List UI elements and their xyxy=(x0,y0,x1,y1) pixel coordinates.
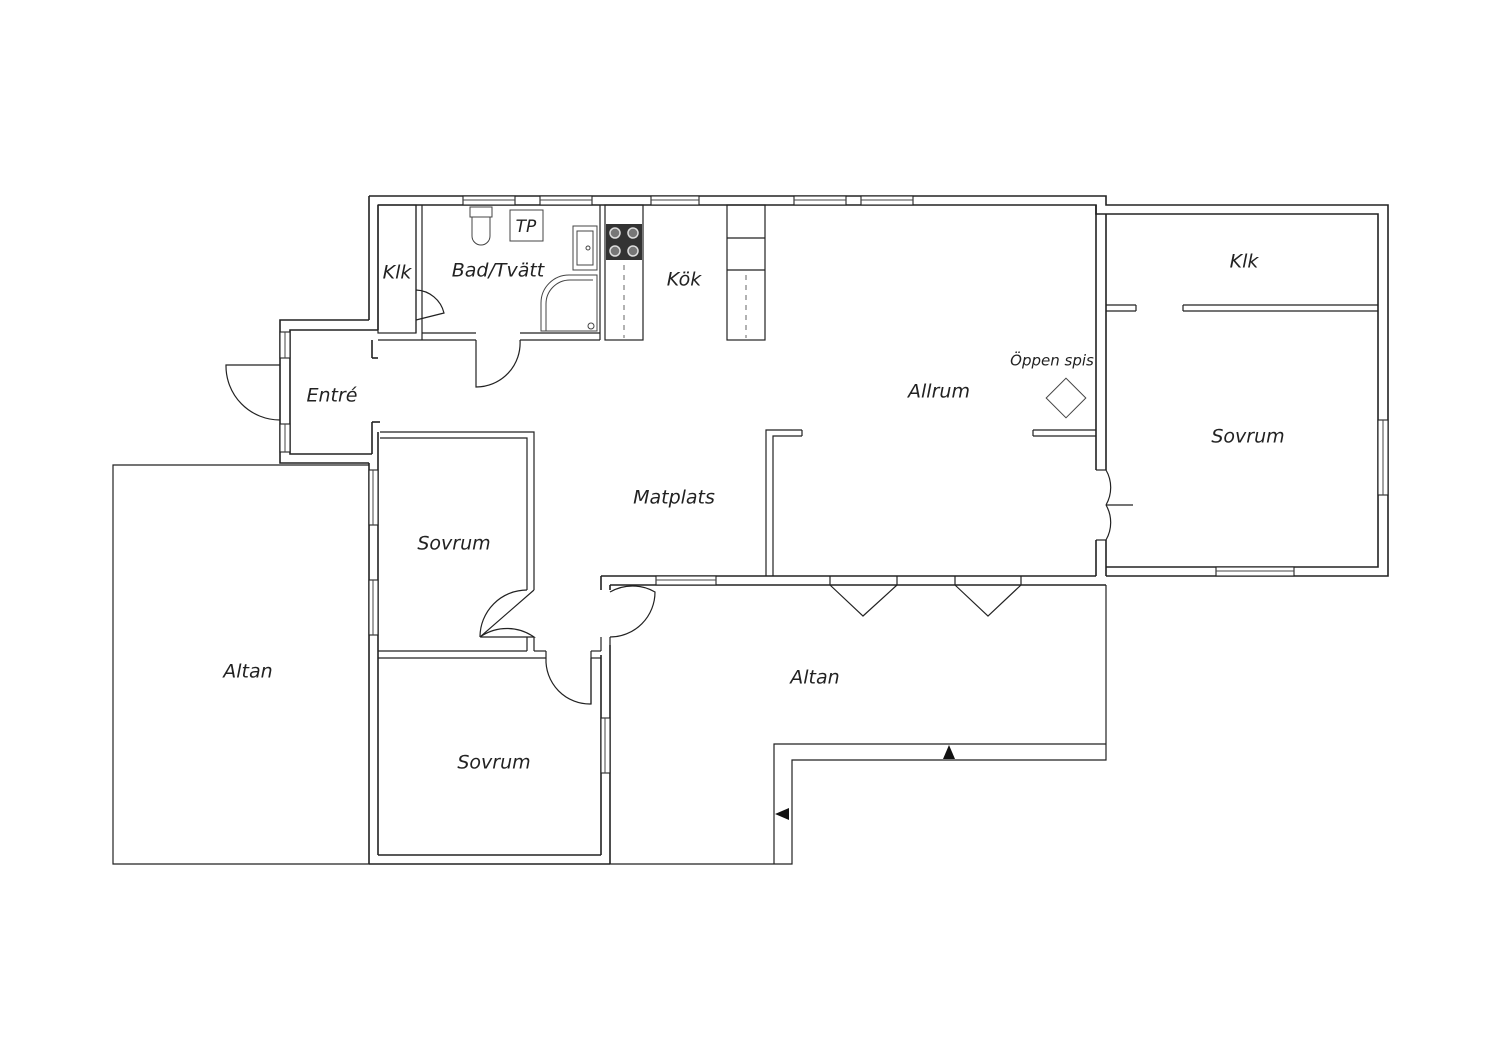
decks xyxy=(112,464,1107,865)
arrow-up-icon xyxy=(943,745,955,759)
room-label-bad-tvatt: Bad/Tvätt xyxy=(452,260,546,282)
room-label-kok: Kök xyxy=(667,269,702,291)
shower-icon xyxy=(540,274,598,332)
room-labels: Klk Bad/Tvätt TP Kök Entré Allrum Öppen … xyxy=(221,217,1284,774)
room-label-matplats: Matplats xyxy=(633,487,715,509)
toilet-icon xyxy=(469,206,493,246)
interior-walls xyxy=(377,204,1378,704)
sink-icon xyxy=(572,225,598,271)
room-label-altan-south: Altan xyxy=(788,667,839,689)
room-label-klk-large: Klk xyxy=(1230,251,1260,273)
fixtures xyxy=(469,206,1087,419)
room-label-entre: Entré xyxy=(307,385,358,407)
room-label-sovrum-upper: Sovrum xyxy=(417,533,490,555)
tp-box xyxy=(509,209,544,242)
doors xyxy=(225,289,1133,705)
stove-icon xyxy=(606,224,642,260)
fireplace-icon xyxy=(1045,377,1087,419)
fireplace-label: Öppen spis xyxy=(1010,351,1094,370)
windows xyxy=(279,195,1389,774)
room-label-sovrum-lower: Sovrum xyxy=(457,752,530,774)
room-label-allrum: Allrum xyxy=(906,381,970,403)
room-label-sovrum-east: Sovrum xyxy=(1211,426,1284,448)
room-label-klk-small: Klk xyxy=(383,262,413,284)
room-label-altan-west: Altan xyxy=(221,661,272,683)
exterior-walls xyxy=(279,195,1389,865)
tp-label: TP xyxy=(516,217,537,237)
arrow-left-icon xyxy=(775,808,789,820)
